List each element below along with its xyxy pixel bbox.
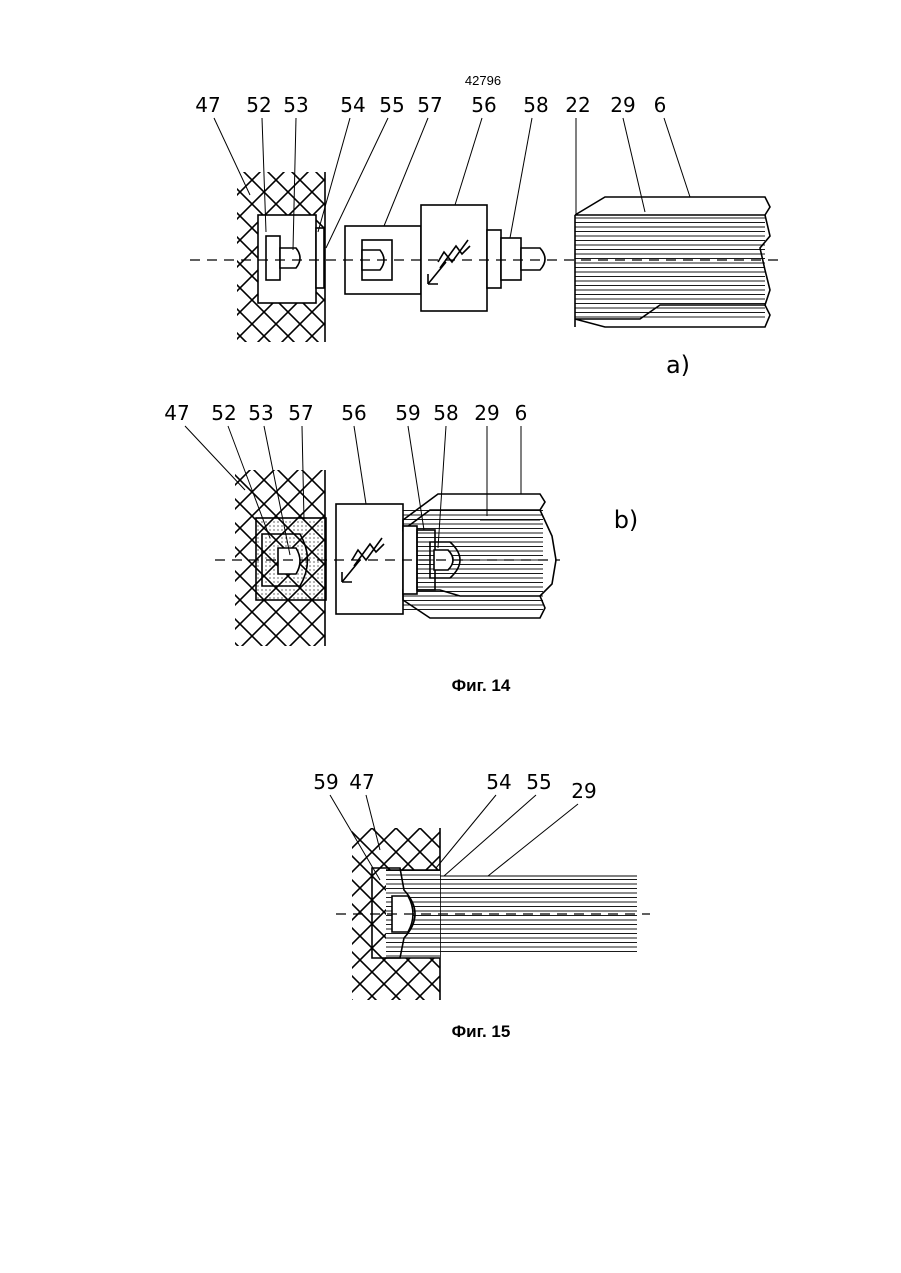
callout-29: 29 xyxy=(571,779,596,803)
callout-57: 57 xyxy=(288,401,313,425)
callout-54: 54 xyxy=(340,93,365,117)
callout-55: 55 xyxy=(526,770,551,794)
subfigure-label-a: a) xyxy=(666,351,690,379)
tube-29 xyxy=(440,876,637,952)
callout-53: 53 xyxy=(248,401,273,425)
callout-29: 29 xyxy=(474,401,499,425)
subfigure-label-b: b) xyxy=(614,506,639,534)
callout-57: 57 xyxy=(417,93,442,117)
page-number: 42796 xyxy=(465,73,501,88)
callout-58: 58 xyxy=(433,401,458,425)
callout-53: 53 xyxy=(283,93,308,117)
callout-55: 55 xyxy=(379,93,404,117)
callout-58: 58 xyxy=(523,93,548,117)
figure-14a: 47 52 53 54 55 57 56 58 22 29 6 a) xyxy=(190,93,780,379)
tube-29 xyxy=(403,494,556,618)
callout-47: 47 xyxy=(164,401,189,425)
callout-47: 47 xyxy=(349,770,374,794)
device-56 xyxy=(336,504,403,614)
callout-29: 29 xyxy=(610,93,635,117)
figure-15: 59 47 54 55 29 xyxy=(313,770,650,1000)
pin-53 xyxy=(280,248,300,268)
callout-56: 56 xyxy=(471,93,496,117)
callout-6: 6 xyxy=(654,93,667,117)
callout-59: 59 xyxy=(313,770,338,794)
connector-58 xyxy=(501,238,521,280)
callout-6: 6 xyxy=(515,401,528,425)
callout-47: 47 xyxy=(195,93,220,117)
callout-52: 52 xyxy=(246,93,271,117)
figure-15-caption: Фиг. 15 xyxy=(452,1022,511,1041)
callout-59: 59 xyxy=(395,401,420,425)
figure-14b: 47 52 53 57 56 59 58 29 6 b) xyxy=(164,401,638,646)
callout-56: 56 xyxy=(341,401,366,425)
callout-22: 22 xyxy=(565,93,590,117)
tube-22 xyxy=(575,197,770,327)
callout-54: 54 xyxy=(486,770,511,794)
figure-14-caption: Фиг. 14 xyxy=(452,676,511,695)
callout-52: 52 xyxy=(211,401,236,425)
